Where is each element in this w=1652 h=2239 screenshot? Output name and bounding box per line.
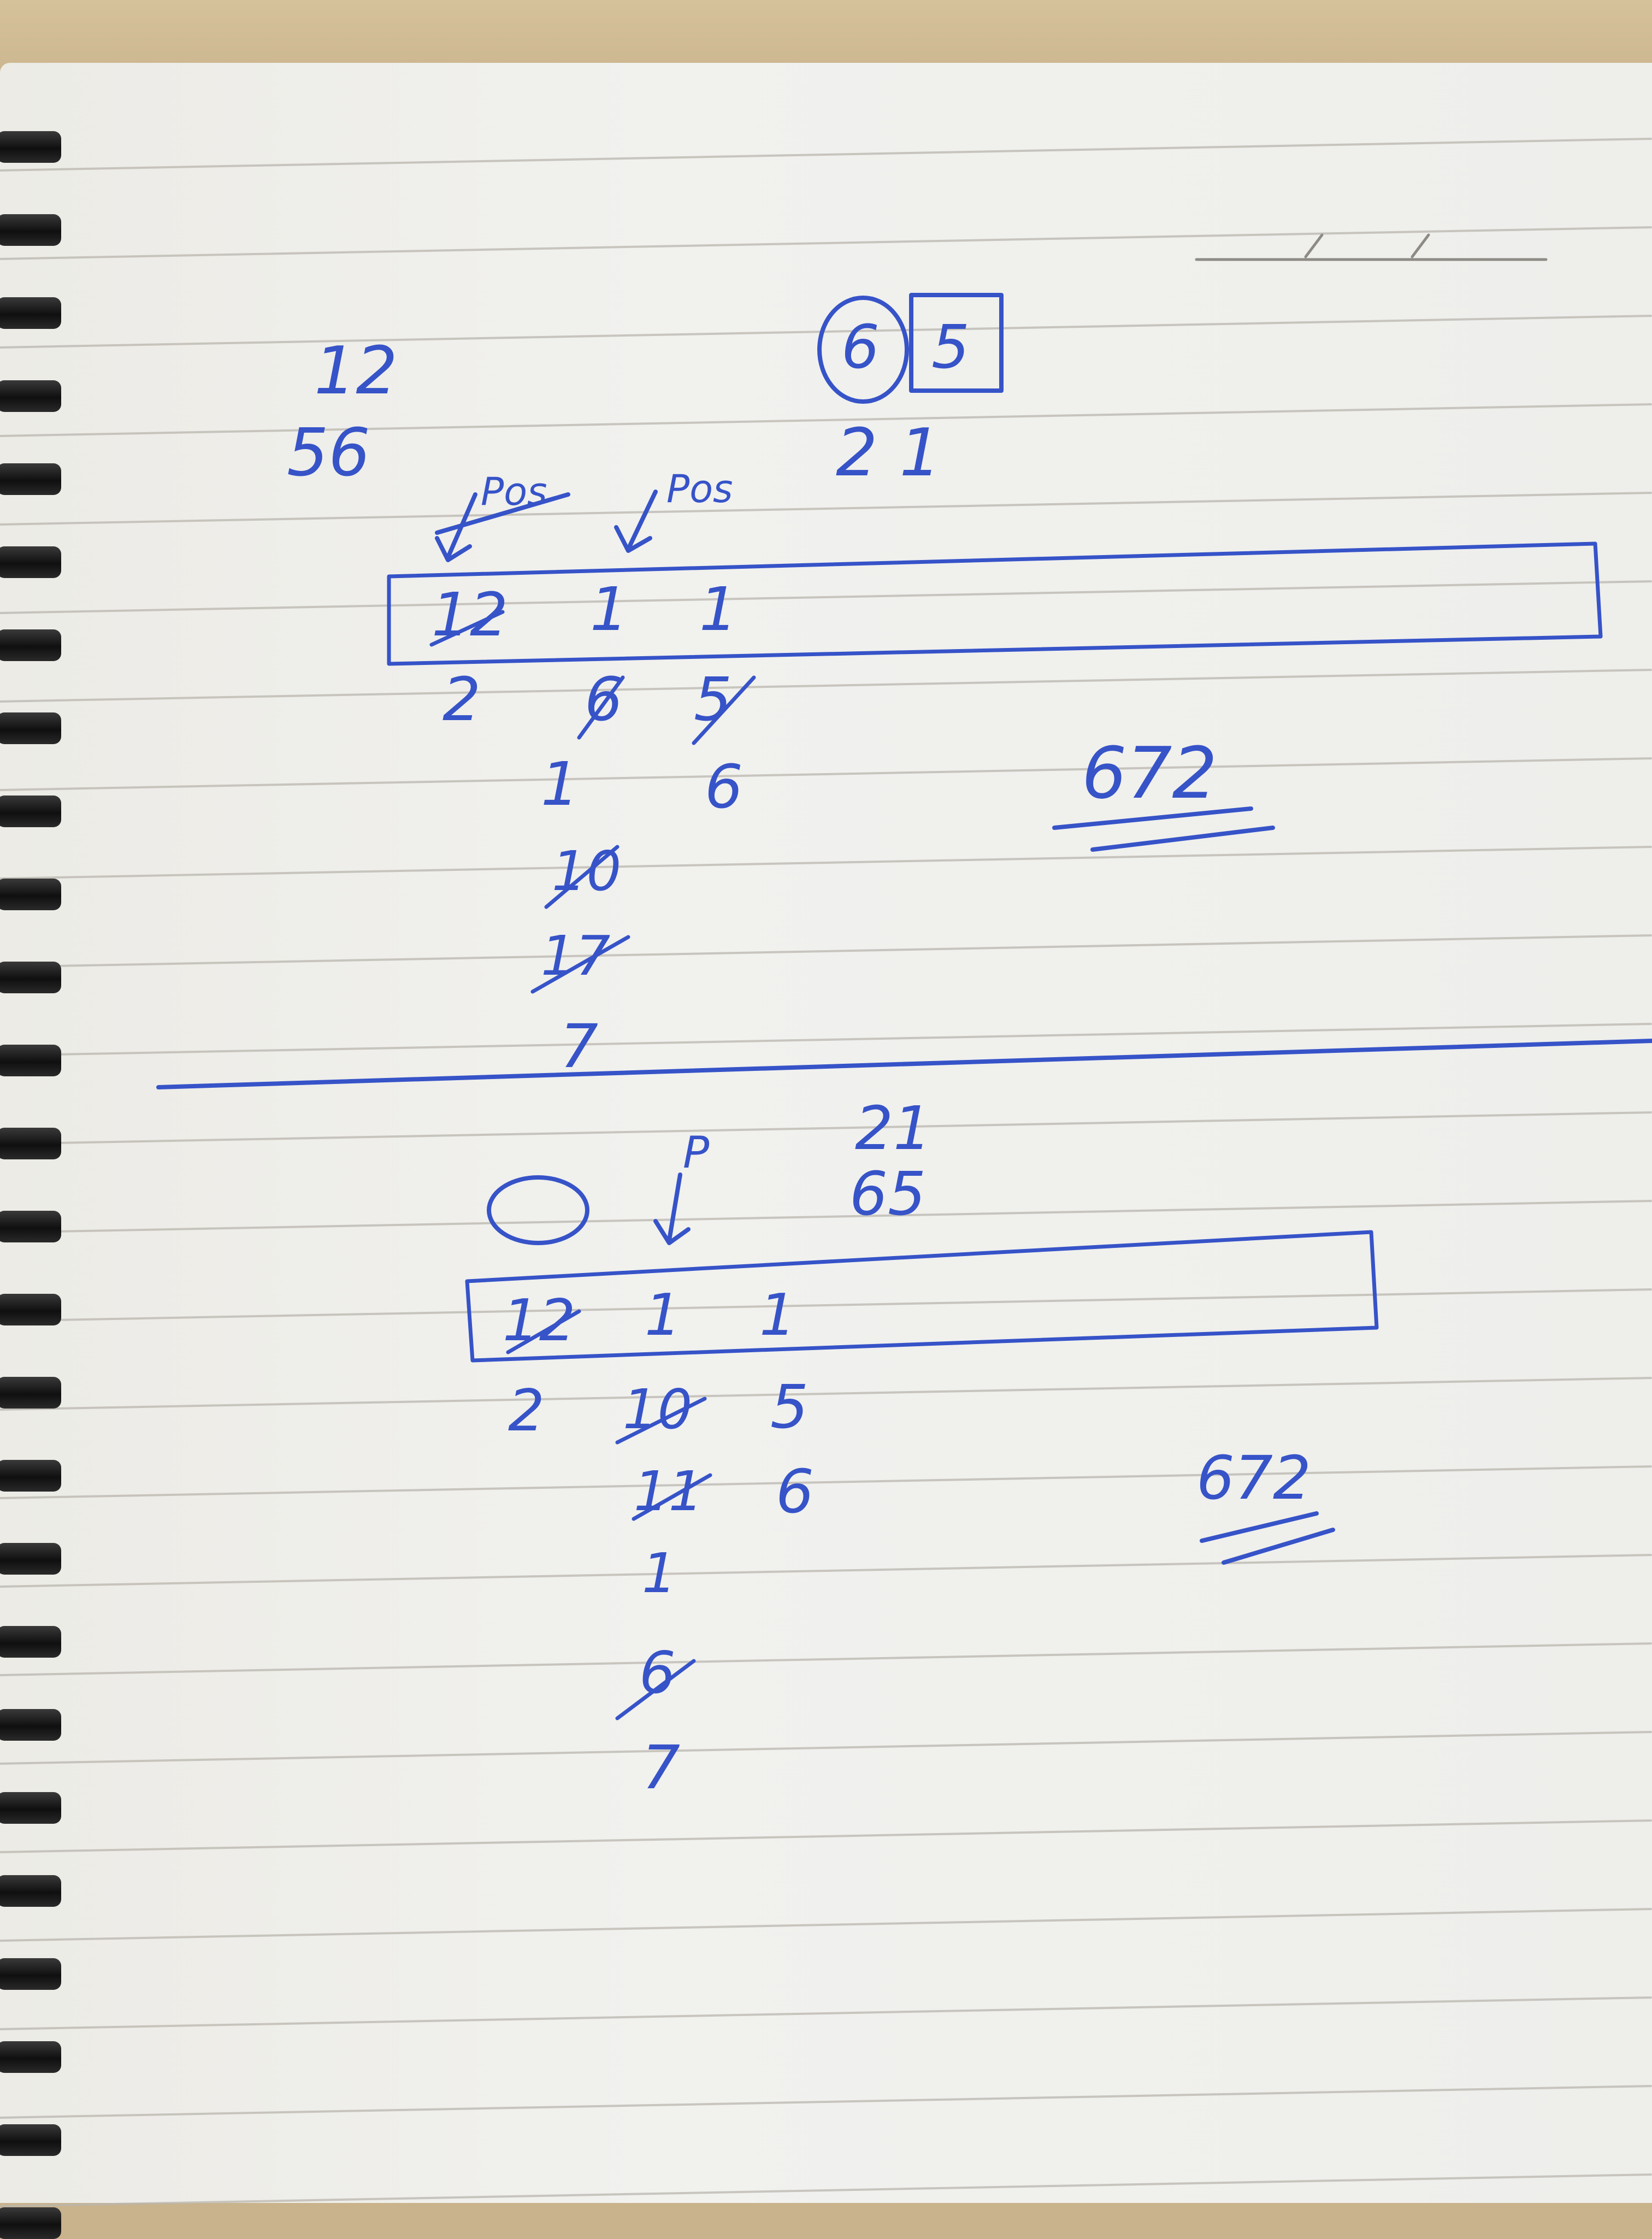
spiral-ring — [0, 1543, 61, 1575]
bottom-col2-2: 11 — [634, 1459, 704, 1523]
bottom-col1-1: 2 — [508, 1377, 545, 1444]
spiral-ring — [0, 1958, 61, 1990]
bottom-box — [465, 1230, 1379, 1363]
bottom-boxed-1: 12 — [503, 1287, 576, 1354]
top-col3-1: 5 — [694, 664, 732, 734]
spiral-ring — [0, 2207, 61, 2239]
spiral-ring — [0, 1045, 61, 1076]
spiral-ring — [0, 1792, 61, 1824]
strike-9 — [615, 1659, 696, 1721]
underline-bottom-1 — [1200, 1511, 1319, 1543]
date-slash-1 — [1304, 233, 1324, 258]
strike-2 — [577, 675, 625, 740]
bottom-col3-1: 5 — [770, 1372, 809, 1442]
spiral-ring — [0, 1709, 61, 1741]
spiral-ring — [0, 629, 61, 661]
strike-5 — [530, 935, 630, 994]
arrow-2 — [614, 490, 658, 553]
circled-digit: 6 — [841, 312, 880, 382]
spiral-ring — [0, 1377, 61, 1409]
strike-7 — [615, 1397, 707, 1445]
bottom-col2-1: 10 — [623, 1377, 693, 1441]
top-col2-1: 6 — [585, 664, 623, 734]
spiral-ring — [0, 131, 61, 163]
spiral-ring — [0, 546, 61, 578]
operand-top-left-1: 12 — [314, 333, 398, 409]
top-result: 672 — [1082, 732, 1218, 815]
strike-8 — [632, 1473, 712, 1521]
spiral-ring — [0, 297, 61, 329]
bottom-col2-5: 7 — [642, 1733, 680, 1802]
boxed-digit: 5 — [931, 312, 970, 382]
top-col2-4: 17 — [541, 924, 611, 988]
date-slash-2 — [1411, 233, 1430, 258]
pointer-label-2: Pos — [666, 467, 733, 511]
spiral-ring — [0, 1294, 61, 1325]
bottom-result: 672 — [1196, 1443, 1311, 1513]
strike-1 — [429, 610, 505, 647]
operand-top-left-2: 56 — [287, 415, 370, 491]
boxed-row-3: 1 — [699, 574, 738, 644]
top-col2-3: 10 — [552, 839, 622, 903]
strike-4 — [544, 845, 620, 909]
boxed-row-1: 12 — [432, 580, 508, 650]
strike-pos-1 — [435, 492, 570, 535]
top-col1-1: 2 — [442, 664, 481, 734]
strike-3 — [692, 675, 756, 745]
spiral-ring — [0, 463, 61, 495]
bottom-col3-2: 6 — [776, 1457, 814, 1527]
circle-mark — [817, 296, 909, 404]
operand-bottom-1: 21 — [855, 1093, 931, 1163]
arrow-3 — [653, 1172, 691, 1245]
bottom-col2-4: 6 — [639, 1640, 676, 1706]
spiral-ring — [0, 2041, 61, 2073]
bottom-boxed-2: 1 — [645, 1282, 681, 1348]
strike-6 — [506, 1309, 581, 1354]
operand-top-right: 21 — [836, 415, 963, 491]
spiral-ring — [0, 712, 61, 744]
spiral-ring — [0, 796, 61, 827]
spiral-ring — [0, 380, 61, 412]
bottom-boxed-3: 1 — [759, 1282, 796, 1348]
underline-bottom-2 — [1222, 1528, 1335, 1565]
spiral-ring — [0, 1211, 61, 1242]
spiral-ring — [0, 1626, 61, 1658]
bottom-col2-3: 1 — [642, 1541, 677, 1605]
spiral-ring — [0, 1128, 61, 1159]
spiral-ring — [0, 214, 61, 246]
spiral-ring — [0, 2124, 61, 2156]
box-mark — [909, 293, 1004, 393]
top-col2-5: 7 — [560, 1011, 598, 1081]
pointer-label-bottom: P — [683, 1127, 710, 1178]
top-box — [387, 541, 1603, 666]
operand-bottom-2: 65 — [849, 1159, 926, 1229]
spiral-ring — [0, 1875, 61, 1907]
spiral-ring — [0, 1460, 61, 1492]
pointer-label-1: Pos — [481, 469, 547, 514]
boxed-row-2: 1 — [590, 574, 628, 644]
underline-top-1 — [1052, 806, 1253, 830]
top-col3-2: 6 — [705, 752, 743, 822]
spiral-ring — [0, 879, 61, 910]
underline-top-2 — [1090, 826, 1275, 852]
scribble-mark — [487, 1175, 589, 1245]
section-divider — [156, 1039, 1652, 1089]
top-col2-2: 1 — [541, 749, 579, 819]
spiral-ring — [0, 962, 61, 993]
